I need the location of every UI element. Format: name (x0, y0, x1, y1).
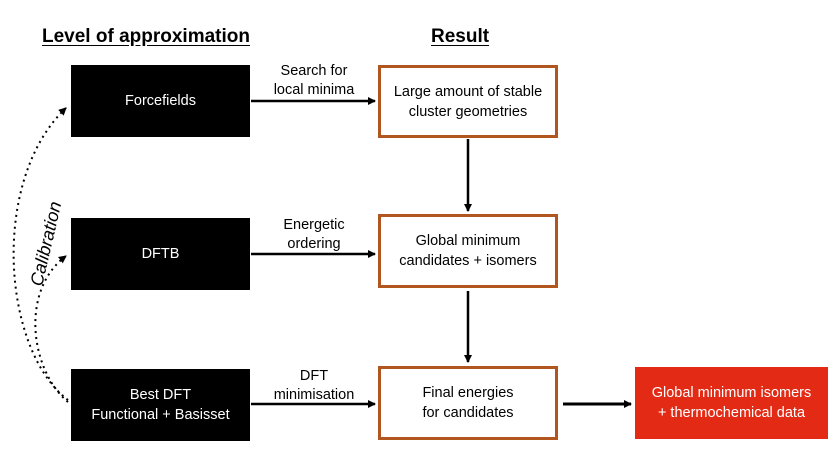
edge-label-dft: DFT minimisation (258, 367, 370, 405)
best-dft-box: Best DFT Functional + Basisset (71, 369, 250, 441)
geometries-label-line2: cluster geometries (408, 103, 528, 120)
candidates-label-line1: Global minimum (415, 233, 521, 249)
edge-label-energetic-line2: ordering (287, 236, 341, 252)
best-dft-label-line2: Functional + Basisset (91, 407, 230, 423)
edge-label-energetic-line1: Energetic (283, 217, 345, 233)
geometries-box: Large amount of stable cluster geometrie… (378, 65, 558, 138)
candidates-label-line2: candidates + isomers (399, 253, 537, 269)
dftb-box: DFTB (71, 218, 250, 290)
final-energies-label-line1: Final energies (422, 385, 514, 401)
candidates-box: Global minimum candidates + isomers (378, 214, 558, 288)
calibration-arrow-outer (12, 107, 69, 401)
geometries-label-line1: Large amount of stable (393, 83, 543, 100)
dftb-label: DFTB (141, 246, 180, 262)
edge-label-search-line2: local minima (273, 82, 355, 98)
edge-label-search-line1: Search for (280, 63, 348, 79)
calibration-label: Calibration (26, 200, 65, 288)
final-energies-box: Final energies for candidates (378, 366, 558, 440)
forcefields-box: Forcefields (71, 65, 250, 137)
edge-label-dft-line2: minimisation (273, 387, 355, 403)
final-result-label-line1: Global minimum isomers (651, 385, 812, 401)
best-dft-label-line1: Best DFT (129, 387, 192, 403)
level-heading: Level of approximation (42, 26, 250, 47)
edge-label-dft-line1: DFT (299, 368, 329, 384)
forcefields-label: Forcefields (125, 93, 196, 109)
edge-label-search: Search for local minima (258, 62, 370, 100)
final-energies-label-line2: for candidates (422, 405, 514, 421)
final-result-box: Global minimum isomers + thermochemical … (635, 367, 828, 439)
result-heading: Result (431, 26, 490, 47)
edge-label-energetic: Energetic ordering (258, 216, 370, 254)
calibration-arrow-inner (34, 255, 69, 403)
final-result-label-line2: + thermochemical data (657, 405, 806, 421)
